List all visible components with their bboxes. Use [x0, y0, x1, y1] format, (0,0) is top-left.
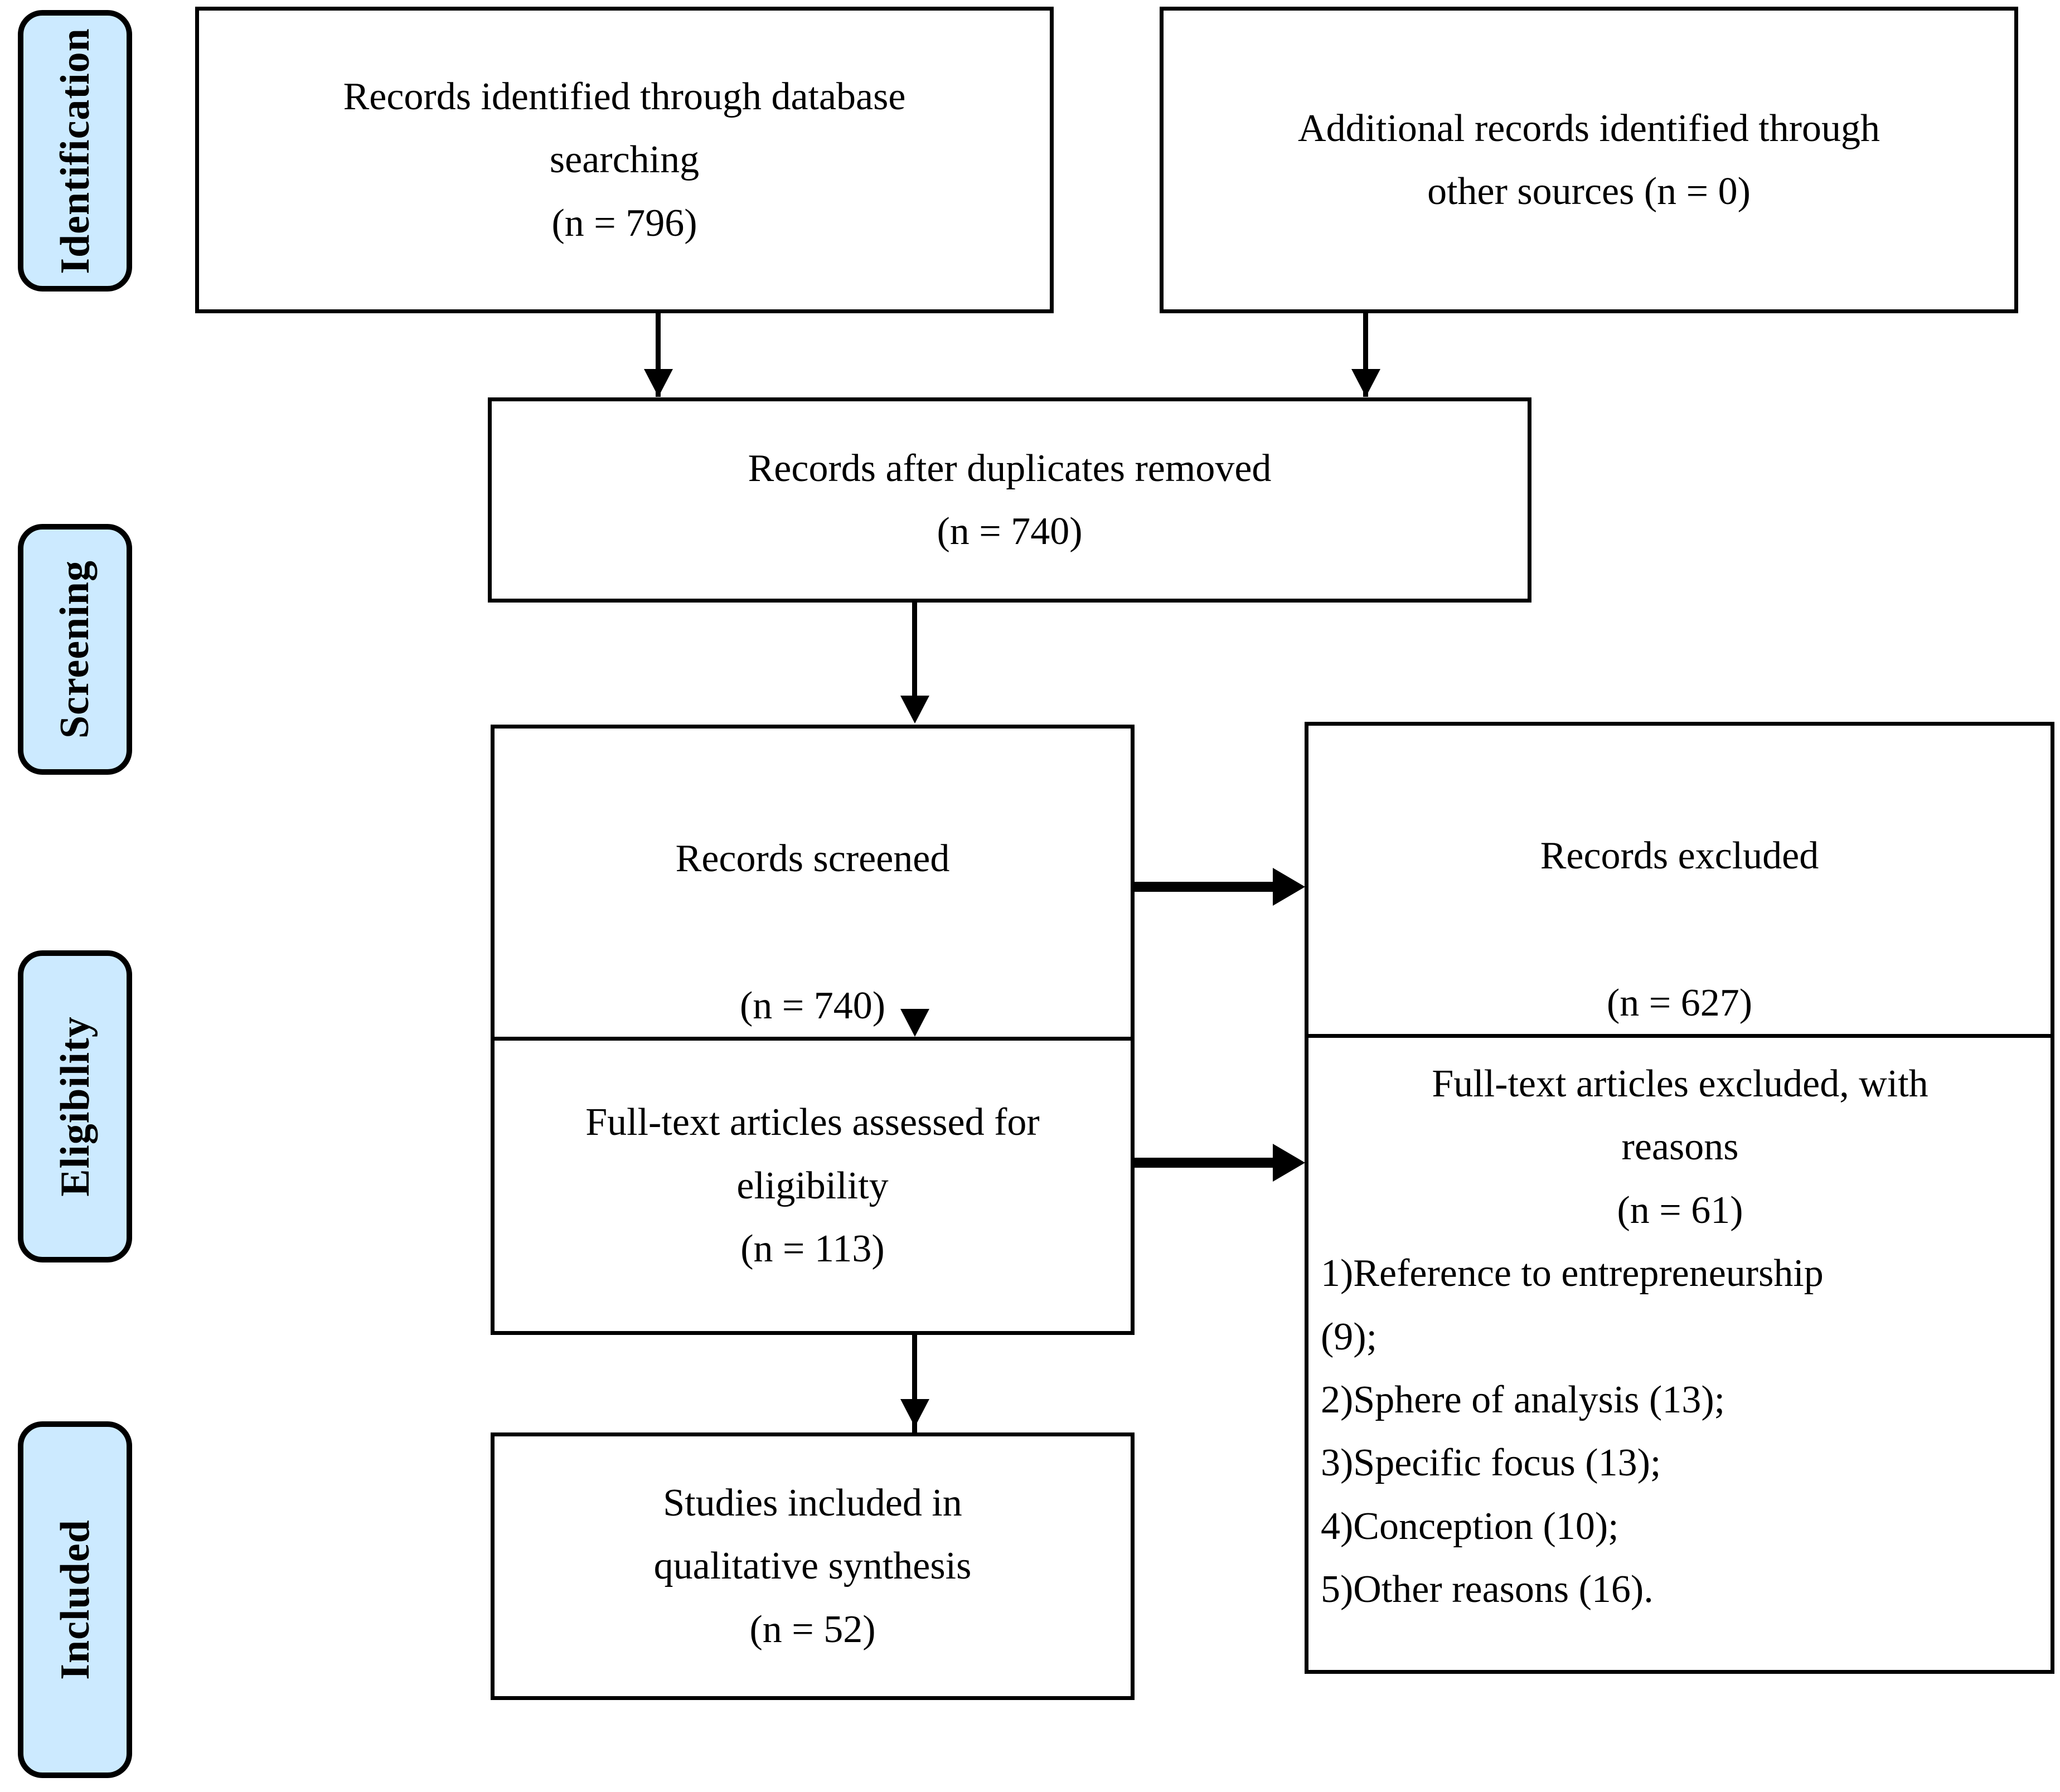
exclusion-reason-1-count: (9); — [1321, 1315, 1378, 1358]
box-studies-included-count: (n = 52) — [749, 1608, 876, 1651]
box-other-sources: Additional records identified through ot… — [1160, 7, 2018, 313]
box-after-duplicates-count: (n = 740) — [937, 510, 1083, 553]
stage-label-included-text: Included — [52, 1519, 98, 1680]
stage-label-included: Included — [18, 1421, 132, 1778]
connector-fulltext-to-included-arrow — [900, 1399, 929, 1427]
connector-duplicates-to-screened-line — [912, 603, 917, 697]
box-after-duplicates: Records after duplicates removed (n = 74… — [488, 397, 1531, 603]
exclusion-reason-5: 5)Other reasons (16). — [1321, 1568, 1654, 1611]
box-records-screened-spacer — [509, 891, 1116, 974]
box-fulltext-assessed-count: (n = 113) — [740, 1227, 885, 1271]
connector-other-sources-to-duplicates-line — [1363, 313, 1368, 397]
connector-screened-to-excluded-arrow — [1273, 868, 1305, 906]
stage-label-eligibility: Eligibility — [18, 950, 132, 1262]
box-fulltext-excluded-line2: reasons — [1621, 1125, 1739, 1169]
connector-database-to-duplicates-arrow — [644, 369, 673, 397]
box-fulltext-assessed-line1: Full-text articles assessed for — [585, 1101, 1040, 1144]
box-database-records-count: (n = 796) — [551, 201, 697, 245]
box-other-sources-line1: Additional records identified through — [1298, 106, 1880, 150]
connector-other-sources-to-duplicates-arrow — [1351, 369, 1380, 397]
box-records-excluded-line1: Records excluded — [1540, 834, 1819, 878]
connector-duplicates-to-screened-arrow — [900, 696, 929, 723]
box-studies-included: Studies included in qualitative synthesi… — [491, 1432, 1135, 1700]
box-fulltext-excluded: Full-text articles excluded, with reason… — [1305, 1034, 2054, 1674]
stage-label-identification-text: Identification — [52, 27, 98, 274]
stage-label-screening: Screening — [18, 524, 132, 775]
box-database-records-line2: searching — [549, 138, 700, 182]
connector-fulltext-to-excluded-line — [1135, 1158, 1274, 1168]
box-database-records-line1: Records identified through database — [343, 75, 906, 118]
box-fulltext-excluded-line1: Full-text articles excluded, with — [1432, 1062, 1928, 1105]
box-fulltext-assessed: Full-text articles assessed for eligibil… — [491, 1037, 1135, 1335]
box-fulltext-excluded-count: (n = 61) — [1617, 1188, 1743, 1232]
exclusion-reason-4: 4)Conception (10); — [1321, 1504, 1619, 1548]
connector-screened-to-excluded-line — [1135, 882, 1274, 892]
box-records-screened-count: (n = 740) — [739, 984, 886, 1027]
box-studies-included-line1: Studies included in — [663, 1481, 962, 1524]
exclusion-reason-2: 2)Sphere of analysis (13); — [1321, 1378, 1725, 1421]
connector-fulltext-to-excluded-arrow — [1273, 1144, 1305, 1182]
box-database-records: Records identified through database sear… — [195, 7, 1054, 313]
stage-label-screening-text: Screening — [52, 560, 98, 739]
connector-screened-to-fulltext-line — [912, 1140, 917, 1536]
connector-screened-to-fulltext-arrow — [900, 1009, 929, 1037]
box-records-excluded-spacer — [1323, 888, 2036, 972]
box-records-excluded-count: (n = 627) — [1606, 981, 1753, 1024]
box-other-sources-line2: other sources (n = 0) — [1427, 170, 1751, 213]
connector-database-to-duplicates-line — [656, 313, 661, 397]
exclusion-reason-3: 3)Specific focus (13); — [1321, 1441, 1661, 1485]
box-after-duplicates-line1: Records after duplicates removed — [748, 446, 1272, 490]
box-studies-included-line2: qualitative synthesis — [653, 1545, 972, 1588]
box-fulltext-assessed-line2: eligibility — [736, 1164, 889, 1207]
box-records-screened-line1: Records screened — [675, 837, 950, 881]
stage-label-identification: Identification — [18, 10, 132, 292]
stage-label-eligibility-text: Eligibility — [52, 1016, 98, 1197]
exclusion-reason-1: 1)Reference to entrepreneurship — [1321, 1252, 1824, 1295]
